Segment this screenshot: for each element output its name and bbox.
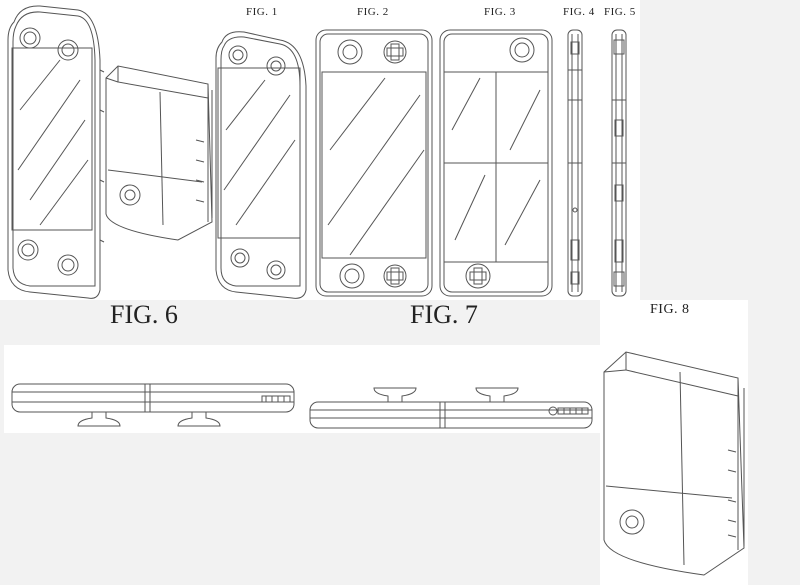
fig3-device xyxy=(440,30,552,296)
fig7-top-view xyxy=(310,388,592,428)
fig6-label: FIG. 6 xyxy=(110,300,178,329)
fig8-folded-perspective xyxy=(604,352,744,575)
sheet-bottom-left xyxy=(4,345,300,433)
device-folded-perspective xyxy=(106,66,212,240)
fig3-label: FIG. 3 xyxy=(484,6,516,18)
fig1-device xyxy=(216,32,306,299)
fig4-label: FIG. 4 xyxy=(563,6,595,18)
fig2-device xyxy=(316,30,432,296)
sheet-bottom-right xyxy=(600,300,748,585)
fig5-label: FIG. 5 xyxy=(604,6,636,18)
fig2-label: FIG. 2 xyxy=(357,6,389,18)
fig5-side xyxy=(612,30,626,296)
fig7-label: FIG. 7 xyxy=(410,300,478,329)
device-front-perspective-a xyxy=(8,6,104,298)
fig8-label: FIG. 8 xyxy=(650,302,690,317)
fig1-label: FIG. 1 xyxy=(246,6,278,18)
fig6-top-view xyxy=(12,384,294,426)
fig4-side xyxy=(568,30,582,296)
